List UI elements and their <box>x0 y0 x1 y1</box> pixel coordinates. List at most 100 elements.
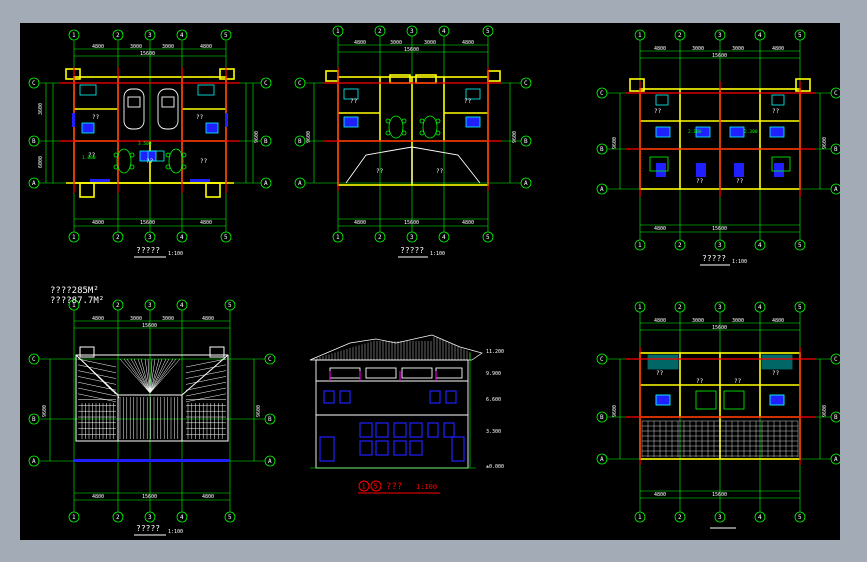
area-total: ????285M² <box>50 286 99 296</box>
svg-text:5: 5 <box>798 32 802 39</box>
svg-text:5: 5 <box>228 514 232 521</box>
svg-text:3: 3 <box>148 32 152 39</box>
svg-text:B: B <box>834 146 838 153</box>
svg-text:C: C <box>32 356 36 363</box>
dim-label: 9600 <box>42 405 48 417</box>
svg-text:B: B <box>32 138 36 145</box>
dining-sets <box>113 148 187 174</box>
svg-text:5: 5 <box>486 28 490 35</box>
dim-label: 4800 <box>200 44 212 50</box>
svg-text:3: 3 <box>148 234 152 241</box>
svg-text:4: 4 <box>180 234 184 241</box>
drawing-title: ????? <box>136 246 160 255</box>
axis-bubble-3: 3 <box>714 511 726 523</box>
svg-text:4: 4 <box>758 304 762 311</box>
axis-bubble-3: 3 <box>714 301 726 313</box>
dim-label: 4800 <box>772 318 784 324</box>
dim-label: 4800 <box>654 318 666 324</box>
svg-text:1: 1 <box>336 28 340 35</box>
axis-bubble-2: 2 <box>374 25 386 37</box>
drawing-title: ????? <box>400 246 424 255</box>
room-label: ?? <box>772 108 780 115</box>
room-level: 1.800 <box>82 155 96 161</box>
axis-bubble-1: 1 <box>68 231 80 243</box>
svg-text:5: 5 <box>486 234 490 241</box>
axis-bubble-4: 4 <box>176 299 188 311</box>
svg-text:B: B <box>264 138 268 145</box>
svg-text:B: B <box>32 416 36 423</box>
svg-text:A: A <box>834 456 838 463</box>
dim-label: 3000 <box>390 40 402 46</box>
fixtures <box>79 84 219 162</box>
svg-text:2: 2 <box>678 304 682 311</box>
axis-bubble-3: 3 <box>144 511 156 523</box>
dim-label: 4800 <box>462 40 474 46</box>
axis-bubble-5: 5 <box>224 511 236 523</box>
svg-text:1: 1 <box>638 304 642 311</box>
svg-text:C: C <box>834 356 838 363</box>
room-label: ?? <box>464 98 472 105</box>
axis-bubble-2: 2 <box>112 231 124 243</box>
axis-bubble-C: C <box>830 353 842 365</box>
axis-bubble-1: 1 <box>68 299 80 311</box>
svg-text:C: C <box>264 80 268 87</box>
axis-bubble-A: A <box>596 453 608 465</box>
dim-label: 3000 <box>130 44 142 50</box>
svg-text:A: A <box>32 458 36 465</box>
plan-second-floor <box>304 35 522 233</box>
axis-bubble-5: 5 <box>794 301 806 313</box>
plan-basement <box>606 311 832 529</box>
svg-text:A: A <box>298 180 302 187</box>
dim-label: 6000 <box>38 156 44 168</box>
axis-bubble-C: C <box>596 353 608 365</box>
svg-text:C: C <box>600 356 604 363</box>
svg-text:2: 2 <box>116 302 120 309</box>
svg-text:4: 4 <box>180 32 184 39</box>
drawing-title: ????? <box>136 524 160 533</box>
room-label: ?? <box>92 114 100 121</box>
axis-bubble-C: C <box>294 77 306 89</box>
dim-label: 15600 <box>404 47 419 53</box>
svg-text:1: 1 <box>72 234 76 241</box>
axis-bubble-4: 4 <box>176 29 188 41</box>
elevation-roof <box>309 334 483 361</box>
room-label: ?? <box>656 370 664 377</box>
svg-text:1: 1 <box>638 32 642 39</box>
svg-text:1: 1 <box>638 514 642 521</box>
svg-text:3: 3 <box>410 28 414 35</box>
dim-label: 15600 <box>404 220 419 226</box>
axis-bubble-B: B <box>830 411 842 423</box>
axis-bubble-5: 5 <box>794 511 806 523</box>
plan-roof <box>38 309 266 513</box>
svg-text:2: 2 <box>116 32 120 39</box>
room-label: ?? <box>146 158 154 165</box>
room-label: ?? <box>772 370 780 377</box>
dim-label: 4800 <box>200 220 212 226</box>
axis-bubble-B: B <box>520 135 532 147</box>
windows <box>72 113 228 182</box>
dim-label: 9600 <box>612 405 618 417</box>
room-label: ?? <box>654 108 662 115</box>
dim-label: 9600 <box>822 405 828 417</box>
svg-text:5: 5 <box>798 242 802 249</box>
elevation-title-block: 1 5 ??? 1:100 <box>358 480 440 494</box>
svg-text:A: A <box>268 458 272 465</box>
axis-bubble-2: 2 <box>112 511 124 523</box>
axis-bubble-B: B <box>596 143 608 155</box>
svg-text:2: 2 <box>116 234 120 241</box>
dim-label: 15600 <box>140 220 155 226</box>
dim-label: 15600 <box>712 53 727 59</box>
axis-bubble-B: B <box>28 135 40 147</box>
elevation-level: ±0.000 <box>486 464 504 470</box>
axis-bubble-A: A <box>294 177 306 189</box>
dim-label: 9600 <box>254 131 260 143</box>
axis-bubble-1: 1 <box>634 511 646 523</box>
axis-bubble-3: 3 <box>714 29 726 41</box>
grid-lines <box>38 41 262 233</box>
axis-bubble-5: 5 <box>482 231 494 243</box>
svg-text:C: C <box>268 356 272 363</box>
room-label: ?? <box>696 378 704 385</box>
room-level: 2.300 <box>744 129 758 135</box>
